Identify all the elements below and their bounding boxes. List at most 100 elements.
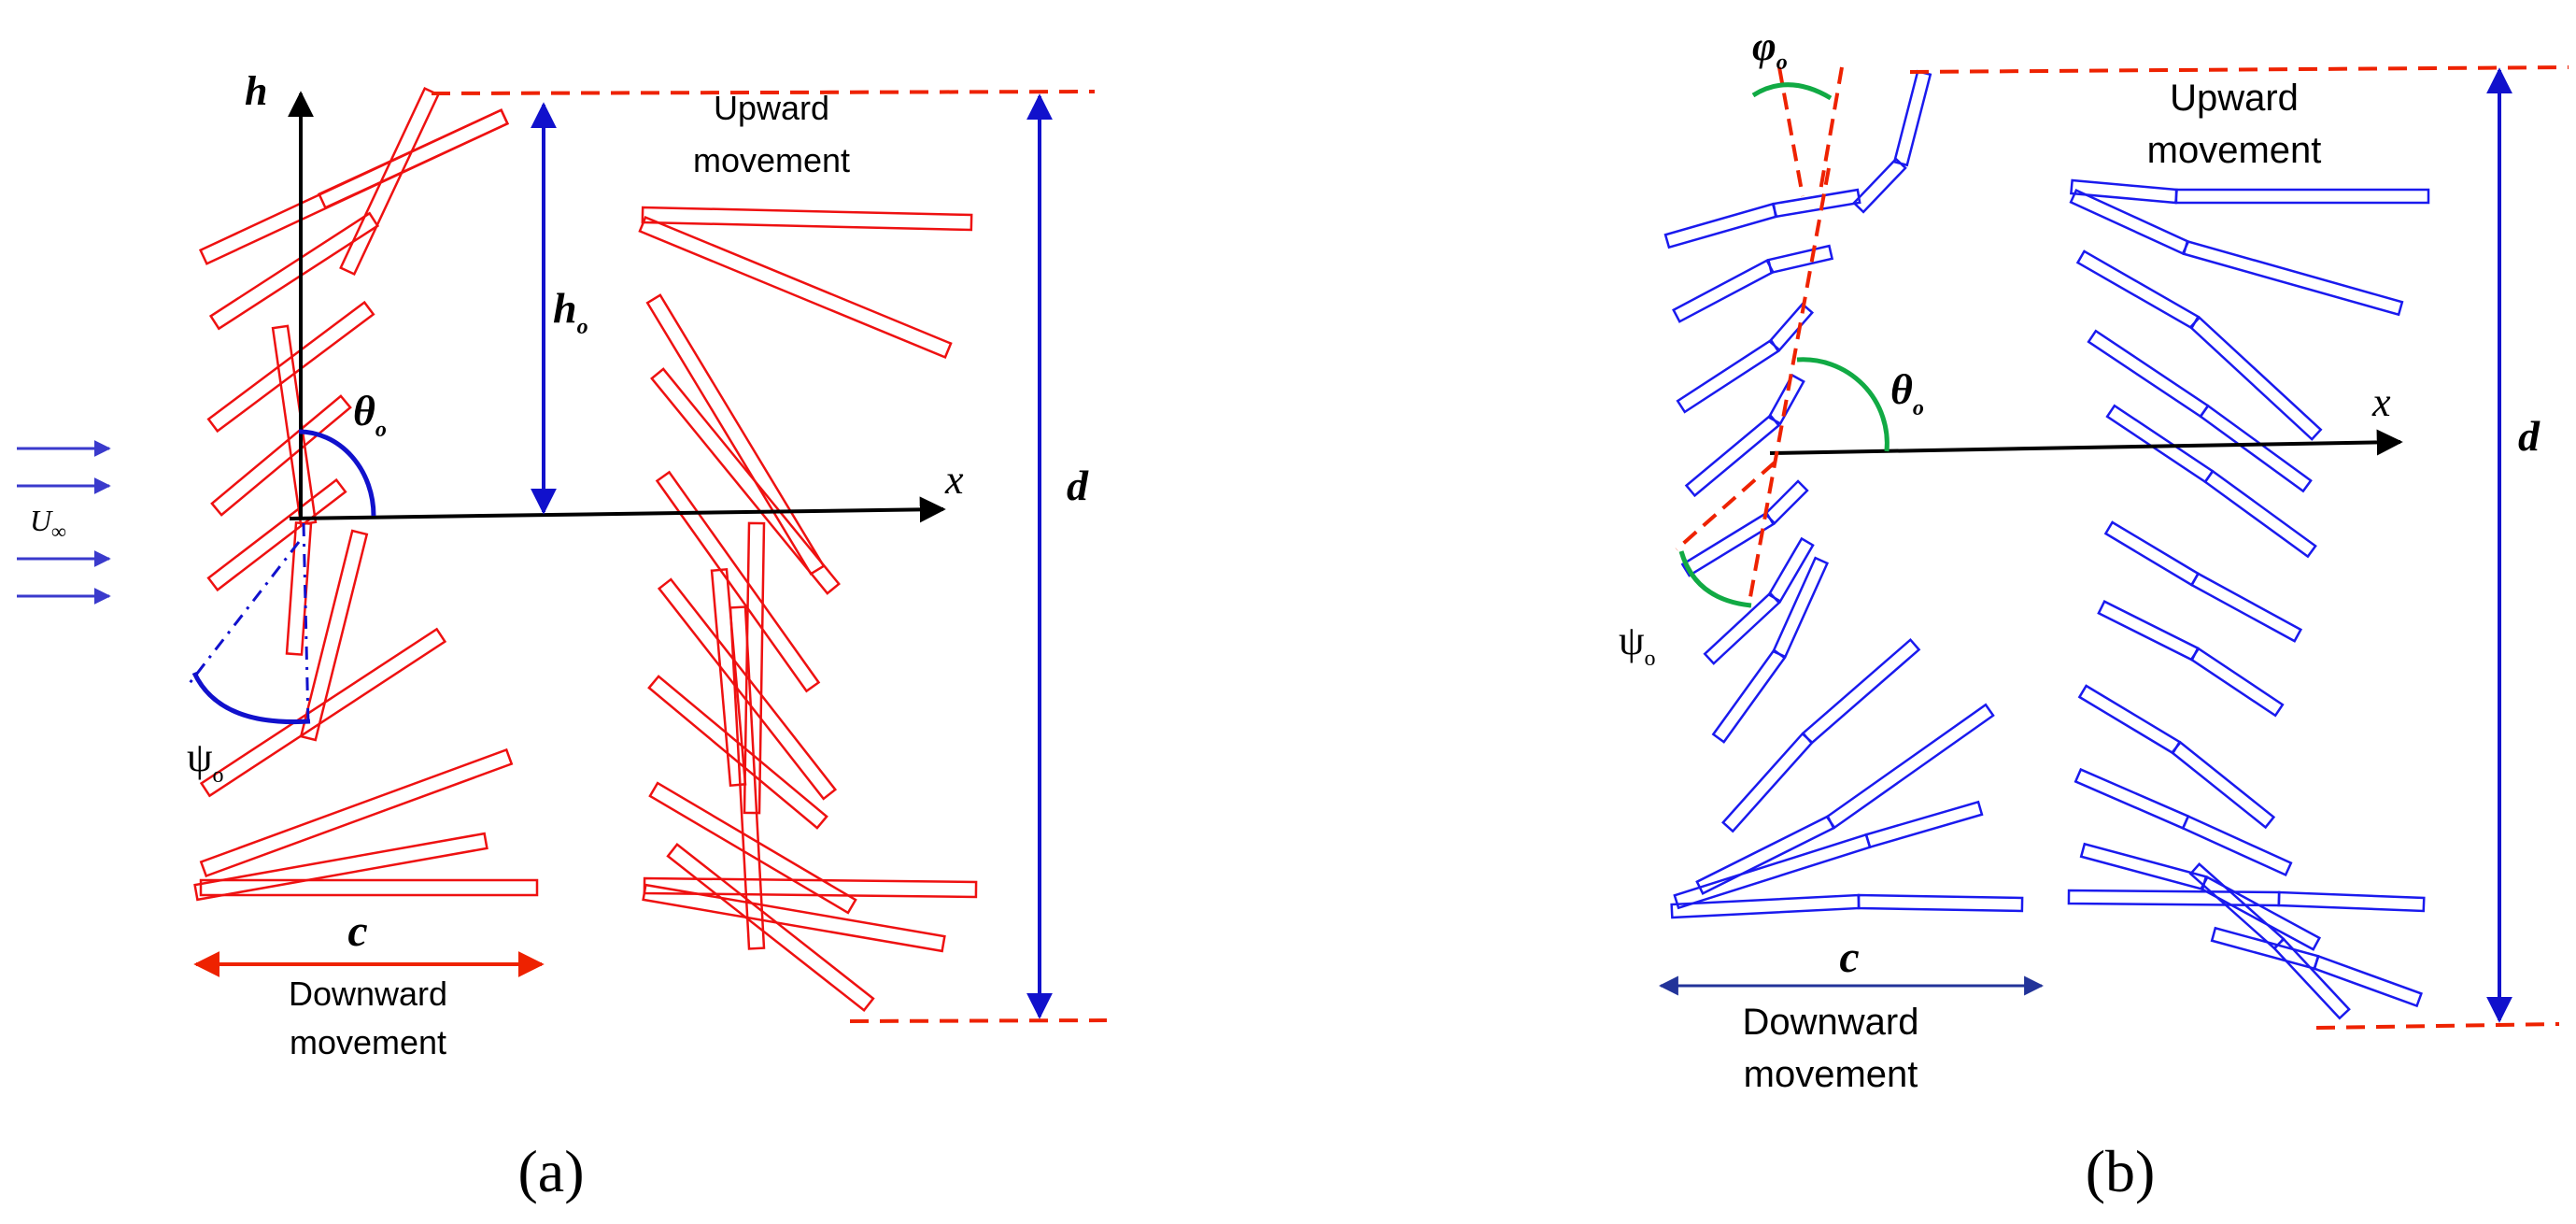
phase-angle-label: ψo bbox=[187, 734, 224, 788]
wing-plate bbox=[2087, 329, 2210, 419]
wing-plate bbox=[1766, 244, 1834, 275]
upward-label: Upward bbox=[714, 89, 829, 127]
upward-label: movement bbox=[2147, 130, 2322, 171]
h-axis-label: h bbox=[245, 68, 267, 114]
wing-plate bbox=[1857, 893, 2024, 913]
wing-plate bbox=[1771, 556, 1830, 659]
wing-plate bbox=[2272, 937, 2351, 1020]
panel-caption: (b) bbox=[2086, 1138, 2156, 1204]
deflection-line bbox=[1777, 66, 1805, 197]
wing-plate bbox=[648, 781, 857, 915]
wing-plate bbox=[1672, 259, 1775, 323]
wing-plate bbox=[2188, 316, 2323, 441]
upper-bound bbox=[1909, 65, 2569, 74]
upward-label: movement bbox=[693, 141, 850, 179]
wing-plate bbox=[1801, 637, 1921, 746]
wing-plate bbox=[2313, 954, 2423, 1008]
distance-label: d bbox=[1067, 462, 1089, 509]
wing-plate bbox=[198, 108, 510, 265]
wing-plate bbox=[2199, 875, 2322, 951]
phase-angle-label: ψo bbox=[1619, 618, 1656, 671]
deflection-line bbox=[1818, 66, 1844, 197]
pitch-angle-arc bbox=[298, 429, 376, 517]
chord-label: c bbox=[1839, 932, 1859, 982]
wing-plate bbox=[1767, 536, 1815, 604]
wing-plate bbox=[199, 627, 447, 798]
wing-plate bbox=[1684, 413, 1781, 498]
phase-line-1 bbox=[302, 522, 310, 725]
wing-plate bbox=[2174, 188, 2430, 205]
wing-plate bbox=[2182, 239, 2404, 317]
wing-plate bbox=[643, 876, 978, 899]
phase-angle-arc bbox=[1678, 550, 1752, 608]
wing-plate bbox=[2210, 926, 2320, 971]
wing-plate bbox=[657, 577, 838, 801]
deflection-angle-label: φo bbox=[1752, 23, 1788, 75]
wing-plate bbox=[1763, 479, 1809, 525]
wing-plate bbox=[199, 878, 539, 897]
upward-label: Upward bbox=[2170, 78, 2299, 119]
chord-label: c bbox=[347, 906, 367, 956]
phase-angle-arc bbox=[191, 671, 311, 725]
wing-plate bbox=[647, 675, 828, 830]
wing-plate bbox=[193, 832, 488, 902]
panel-b: x φo θo ψo d c Upward movement Downward … bbox=[1619, 23, 2569, 1204]
wing-plate bbox=[2189, 647, 2285, 718]
wing-plate bbox=[642, 883, 946, 953]
wing-plate bbox=[743, 521, 766, 815]
downward-label: Downward bbox=[1743, 1002, 1919, 1043]
wing-plate bbox=[2097, 600, 2200, 662]
wing-plate bbox=[2189, 572, 2303, 643]
wing-plate bbox=[2103, 520, 2201, 587]
lower-bound bbox=[849, 1018, 1108, 1023]
wing-plate bbox=[2077, 684, 2182, 755]
wing-plate bbox=[2277, 890, 2426, 913]
wing-plate bbox=[210, 394, 352, 517]
wing-plate bbox=[1721, 732, 1814, 833]
wing-plate bbox=[1711, 648, 1787, 744]
wing-plate bbox=[729, 605, 766, 950]
wing-plate bbox=[2170, 740, 2276, 830]
phase-line bbox=[1675, 461, 1776, 551]
wing-plate bbox=[339, 86, 440, 277]
wing-plate bbox=[650, 367, 841, 595]
wing-plate bbox=[199, 747, 514, 878]
amplitude-label: ho bbox=[553, 284, 588, 339]
wing-plate bbox=[1892, 69, 1932, 167]
wing-plate bbox=[1670, 893, 1861, 919]
wing-plate bbox=[710, 567, 747, 788]
wing-plate bbox=[2079, 842, 2208, 891]
wing-plate bbox=[641, 206, 973, 232]
deflection-angle-arc bbox=[1751, 82, 1833, 101]
upper-bound bbox=[431, 90, 1096, 95]
wing-plate bbox=[1767, 373, 1805, 426]
wing-plate bbox=[317, 108, 510, 209]
panel-a: h x ho θo ψo U∞ d c Upward movement Down… bbox=[17, 68, 1108, 1204]
wing-plate bbox=[655, 470, 821, 693]
wing-plate bbox=[271, 324, 318, 526]
downward-label: Downward bbox=[289, 975, 447, 1013]
freestream-label: U∞ bbox=[30, 504, 66, 543]
wing-plate bbox=[206, 477, 347, 592]
x-axis-label: x bbox=[944, 457, 964, 503]
distance-label: d bbox=[2518, 412, 2541, 460]
wing-plate bbox=[285, 521, 313, 656]
wing-sequence-b bbox=[1663, 69, 2430, 1020]
x-axis-label: x bbox=[2371, 379, 2391, 425]
pitch-reference-line bbox=[1747, 167, 1831, 608]
x-axis bbox=[1769, 429, 2403, 456]
wing-plate bbox=[1767, 302, 1815, 352]
wing-plate bbox=[2203, 469, 2317, 559]
wing-plate bbox=[666, 842, 875, 1013]
wing-plate bbox=[2199, 404, 2313, 493]
lower-bound bbox=[2315, 1022, 2560, 1030]
wing-plate bbox=[206, 300, 375, 434]
downward-label: movement bbox=[1744, 1054, 1918, 1095]
wing-sequence-a bbox=[193, 86, 978, 1013]
wing-plate bbox=[1852, 157, 1907, 214]
wing-plate bbox=[1676, 338, 1780, 414]
wing-plate bbox=[2181, 814, 2293, 877]
wing-plate bbox=[638, 215, 953, 360]
wing-plate bbox=[299, 529, 369, 742]
